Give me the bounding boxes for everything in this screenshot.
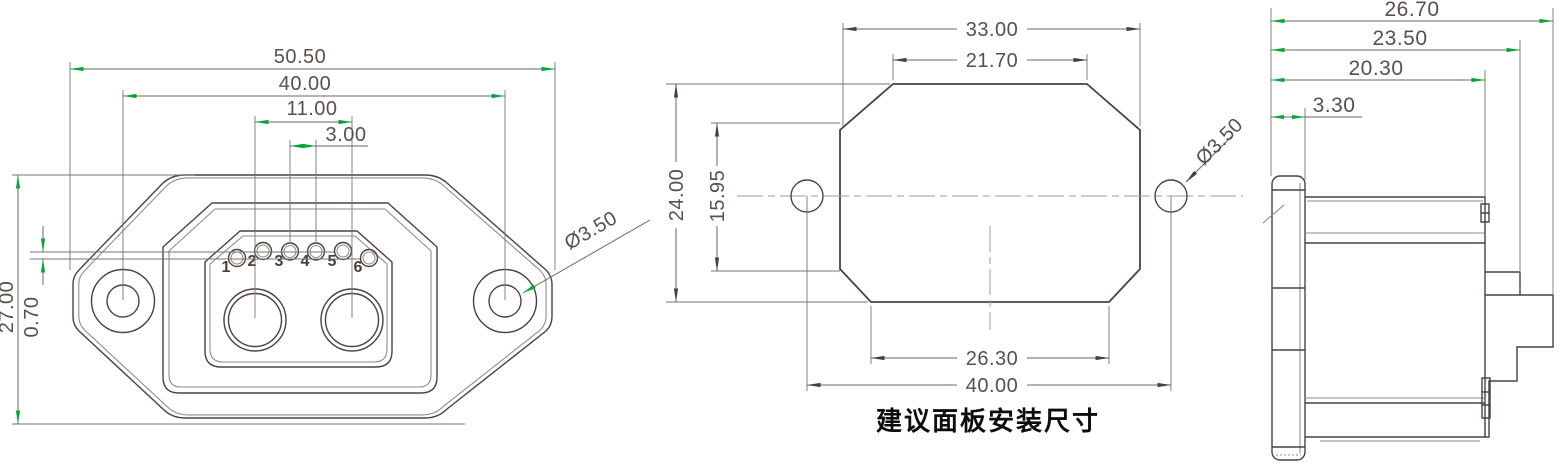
cutout-octagon xyxy=(839,83,1141,303)
svg-text:3.30: 3.30 xyxy=(1313,94,1356,117)
front-socket-recess xyxy=(204,230,393,368)
svg-text:27.00: 27.00 xyxy=(0,281,18,334)
side-view: 26.70 23.50 20.30 3.30 xyxy=(1262,0,1554,461)
dim-cutout-height: 24.00 xyxy=(666,83,890,303)
svg-text:11.00: 11.00 xyxy=(286,98,337,120)
pin-label-1: 1 xyxy=(222,259,231,276)
dim-side-flange-thickness: 3.30 xyxy=(1271,94,1362,180)
pin-label-6: 6 xyxy=(354,259,363,276)
svg-text:23.50: 23.50 xyxy=(1372,27,1427,50)
svg-text:20.30: 20.30 xyxy=(1348,57,1403,80)
dim-front-socket-hole-spacing: 11.00 xyxy=(254,98,353,318)
side-body xyxy=(1304,196,1490,442)
side-flange xyxy=(1262,175,1306,461)
svg-text:50.50: 50.50 xyxy=(274,46,327,68)
dim-cutout-top-flat: 21.70 xyxy=(892,50,1088,80)
front-pin-holes xyxy=(227,241,379,268)
dim-cutout-mount-hole-dia: Ø3.50 xyxy=(1185,114,1248,183)
front-view: 1 2 3 4 5 6 50.50 40.00 11.0 xyxy=(0,46,651,425)
dim-side-mid-depth: 23.50 xyxy=(1270,27,1521,272)
svg-text:3.00: 3.00 xyxy=(326,124,367,146)
dim-side-total-depth: 26.70 xyxy=(1270,0,1554,295)
cutout-mounting-hole-right xyxy=(1154,179,1188,391)
pin-label-5: 5 xyxy=(328,253,337,270)
front-flange-outline xyxy=(72,174,553,419)
svg-text:Ø3.50: Ø3.50 xyxy=(561,207,621,255)
svg-text:33.00: 33.00 xyxy=(966,19,1019,41)
pin-label-4: 4 xyxy=(301,253,310,270)
svg-text:24.00: 24.00 xyxy=(666,169,688,222)
svg-text:Ø3.50: Ø3.50 xyxy=(1192,114,1248,170)
svg-text:26.30: 26.30 xyxy=(966,348,1019,370)
pin-label-3: 3 xyxy=(275,253,284,270)
dim-front-mount-hole-dia: Ø3.50 xyxy=(522,207,651,294)
dim-front-total-width: 50.50 xyxy=(69,46,556,270)
dim-front-pin-row-offset: 0.70 xyxy=(21,226,360,337)
side-latch-clips xyxy=(1480,203,1491,419)
dim-cutout-mount-hole-spacing: 40.00 xyxy=(806,375,1172,397)
front-socket-contacts xyxy=(223,288,384,352)
dim-front-mount-hole-spacing: 40.00 xyxy=(122,73,506,300)
side-terminal-steps xyxy=(1484,271,1554,438)
cutout-centerlines xyxy=(737,195,1243,330)
dim-side-body-depth: 20.30 xyxy=(1270,57,1486,197)
svg-text:15.95: 15.95 xyxy=(707,170,729,223)
svg-text:26.70: 26.70 xyxy=(1384,0,1439,21)
panel-cutout-view: 33.00 21.70 24.00 15.95 xyxy=(666,19,1248,436)
chamfer-tick xyxy=(1262,204,1285,224)
pin-label-2: 2 xyxy=(248,253,257,270)
dim-front-pin-pitch: 3.00 xyxy=(289,124,368,243)
panel-cutout-caption: 建议面板安装尺寸 xyxy=(876,406,1100,436)
cutout-mounting-hole-left xyxy=(790,179,824,391)
dim-cutout-width: 33.00 xyxy=(842,19,1141,126)
svg-text:21.70: 21.70 xyxy=(966,50,1019,72)
dim-cutout-bottom-flat: 26.30 xyxy=(870,306,1110,370)
dim-cutout-side-flat: 15.95 xyxy=(707,122,840,272)
dim-front-height: 27.00 xyxy=(0,174,465,425)
front-pin-numbers: 1 2 3 4 5 6 xyxy=(222,253,363,276)
svg-text:40.00: 40.00 xyxy=(279,73,332,95)
front-boss-outline xyxy=(162,202,438,394)
svg-text:0.70: 0.70 xyxy=(21,297,43,338)
svg-text:40.00: 40.00 xyxy=(966,375,1019,397)
